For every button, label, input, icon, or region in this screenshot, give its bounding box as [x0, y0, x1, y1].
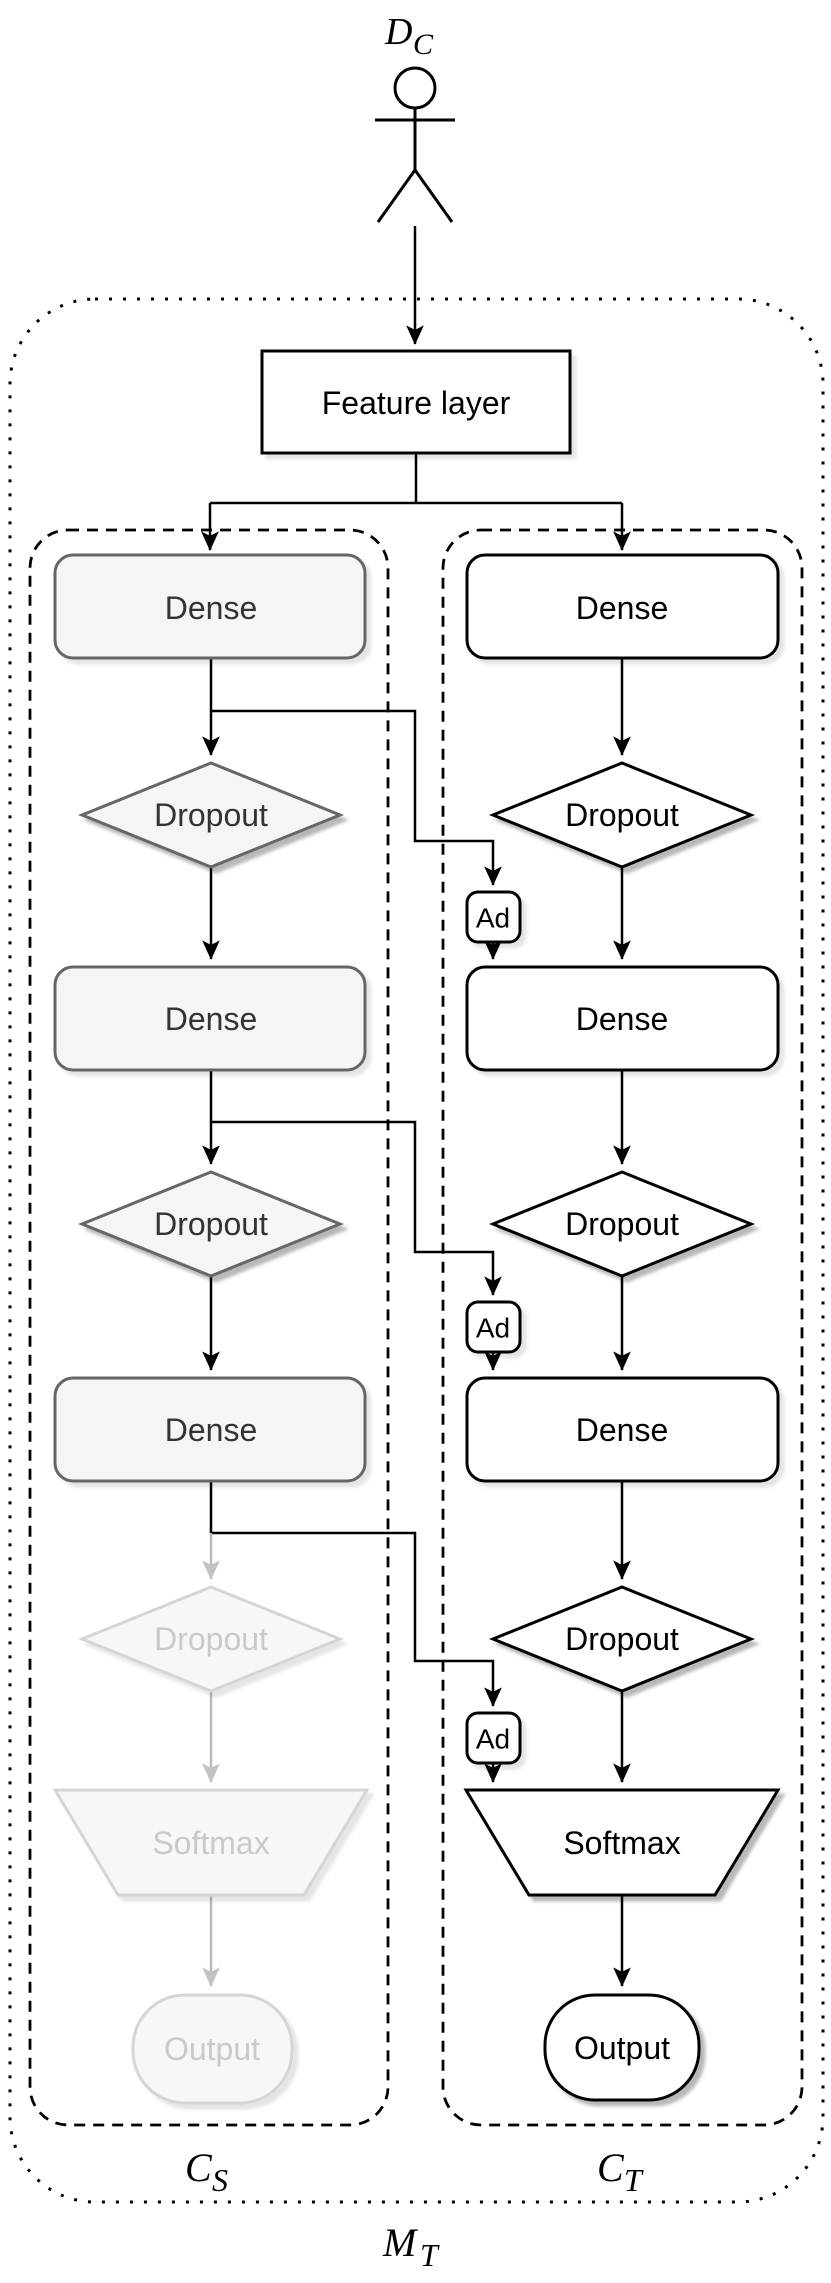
source-dropout-2-node: Dropout — [77, 1170, 345, 1278]
model-container-mt — [8, 297, 825, 2204]
feature-layer-label: Feature layer — [322, 385, 511, 421]
adapter-edge-2-in — [211, 1120, 502, 1296]
adapter-ad-2-node: Ad — [465, 1300, 522, 1354]
source-output-node-faded: Output — [131, 1993, 294, 2105]
source-dense-3-label: Dense — [165, 1412, 258, 1448]
source-dropout-3-label: Dropout — [154, 1621, 268, 1657]
target-dropout-1-node: Dropout — [488, 761, 756, 869]
target-dense-1-label: Dense — [576, 590, 669, 626]
target-output-node: Output — [543, 1993, 701, 2102]
target-column-label-main: C — [597, 2145, 625, 2190]
source-output-label: Output — [164, 2031, 260, 2067]
feature-layer-node: Feature layer — [260, 349, 572, 455]
source-dense-1-label: Dense — [165, 590, 258, 626]
adapter-ad-3-label: Ad — [476, 1724, 510, 1755]
model-label-main: M — [382, 2220, 419, 2265]
source-column-label-main: C — [185, 2145, 213, 2190]
target-column-label-ct: C T — [597, 2145, 644, 2198]
target-dropout-2-label: Dropout — [565, 1206, 679, 1242]
adapter-ad-1-node: Ad — [465, 890, 522, 944]
source-column-label-cs: C S — [185, 2145, 228, 2198]
target-softmax-node: Softmax — [463, 1788, 781, 1897]
source-dropout-2-label: Dropout — [154, 1206, 268, 1242]
source-dropout-1-label: Dropout — [154, 797, 268, 833]
source-dense-1-node: Dense — [53, 553, 367, 660]
target-dense-3-label: Dense — [576, 1412, 669, 1448]
target-output-label: Output — [574, 2030, 670, 2066]
edge-feature-split — [210, 453, 622, 505]
target-dense-3-node: Dense — [465, 1376, 780, 1483]
dataset-label-dc: D C — [384, 11, 434, 61]
adapter-ad-1-label: Ad — [476, 903, 510, 934]
adapter-ad-2-label: Ad — [476, 1313, 510, 1344]
actor-icon — [375, 66, 455, 223]
dataset-label-main: D — [384, 11, 412, 53]
model-label-sub: T — [420, 2237, 440, 2273]
target-dropout-2-node: Dropout — [488, 1170, 756, 1278]
target-dense-1-node: Dense — [465, 553, 780, 660]
target-dropout-3-label: Dropout — [565, 1621, 679, 1657]
dataset-label-sub: C — [413, 28, 434, 61]
target-softmax-label: Softmax — [563, 1825, 680, 1861]
source-dropout-1-node: Dropout — [77, 761, 345, 869]
source-softmax-label: Softmax — [152, 1825, 269, 1861]
source-dropout-3-node-faded: Dropout — [77, 1585, 345, 1693]
source-dense-2-node: Dense — [53, 965, 367, 1072]
adapter-edge-3-in — [211, 1531, 502, 1707]
source-softmax-node-faded: Softmax — [52, 1788, 370, 1897]
target-dense-2-label: Dense — [576, 1001, 669, 1037]
target-dropout-1-label: Dropout — [565, 797, 679, 833]
adapter-ad-3-node: Ad — [465, 1711, 522, 1765]
target-dropout-3-node: Dropout — [488, 1585, 756, 1693]
source-dense-3-node: Dense — [53, 1376, 367, 1483]
source-column-label-sub: S — [212, 2162, 228, 2198]
model-label-mt: M T — [382, 2220, 440, 2273]
adapter-edge-1-in — [211, 709, 502, 886]
target-column-label-sub: T — [624, 2162, 644, 2198]
source-dense-2-label: Dense — [165, 1001, 258, 1037]
target-dense-2-node: Dense — [465, 965, 780, 1072]
flow-edges — [201, 226, 631, 1987]
